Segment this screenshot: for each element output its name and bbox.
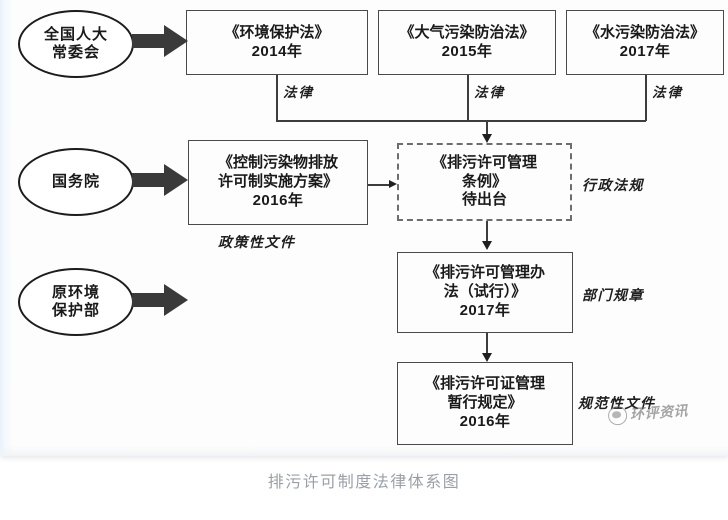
law-year: 2014年 bbox=[251, 42, 303, 60]
law-title: 《环境保护法》 bbox=[224, 23, 330, 41]
connector-laws-bus bbox=[276, 120, 646, 122]
watermark: 环评资讯 bbox=[607, 400, 689, 426]
actor-ministry-environmental-protection: 原环境 保护部 bbox=[18, 268, 134, 336]
regulation-status: 待出台 bbox=[461, 191, 507, 209]
connector-law1-down bbox=[276, 75, 278, 121]
actor-npc-label-line1: 全国人大 bbox=[43, 25, 108, 43]
connector-bus-to-regulation bbox=[486, 120, 488, 137]
policy-year: 2016年 bbox=[252, 191, 304, 209]
regulation-box-pending: 《排污许可管理 条例》 待出台 bbox=[397, 143, 572, 221]
law-box-water-pollution: 《水污染防治法》 2017年 bbox=[566, 10, 724, 75]
arrowhead-to-normative-document bbox=[482, 353, 492, 362]
regulation-title-line2: 条例》 bbox=[461, 172, 507, 190]
normative-title-line2: 暂行规定》 bbox=[447, 394, 523, 412]
connector-department-rule-to-normative bbox=[486, 333, 488, 355]
normative-document-box: 《排污许可证管理 暂行规定》 2016年 bbox=[397, 362, 573, 445]
block-arrow-state-council-to-policy bbox=[132, 164, 188, 196]
arrowhead-to-regulation-left bbox=[389, 180, 397, 188]
policy-title-line2: 许可制实施方案》 bbox=[217, 173, 338, 191]
category-label-policy-document: 政策性文件 bbox=[218, 236, 296, 251]
figure-caption: 排污许可制度法律体系图 bbox=[267, 474, 461, 491]
category-label-administrative-regulation: 行政法规 bbox=[582, 179, 644, 194]
actor-mep-label-line1: 原环境 bbox=[51, 283, 100, 301]
department-rule-title-line1: 《排污许可管理办 bbox=[424, 264, 545, 282]
actor-mep-label-line2: 保护部 bbox=[51, 302, 100, 319]
actor-state-council-label: 国务院 bbox=[51, 172, 100, 190]
law-year: 2015年 bbox=[441, 42, 493, 60]
connector-law2-down bbox=[467, 75, 469, 121]
normative-title-line1: 《排污许可证管理 bbox=[424, 375, 545, 393]
edge-label-law-1: 法律 bbox=[283, 85, 314, 100]
law-title: 《大气污染防治法》 bbox=[399, 23, 535, 41]
block-arrow-mep-to-department-rule bbox=[132, 284, 188, 316]
watermark-logo-icon bbox=[607, 404, 628, 426]
policy-document-box: 《控制污染物排放 许可制实施方案》 2016年 bbox=[188, 140, 368, 225]
watermark-text: 环评资讯 bbox=[629, 404, 689, 424]
connector-policy-to-regulation bbox=[368, 184, 390, 186]
department-rule-box: 《排污许可管理办 法（试行）》 2017年 bbox=[397, 252, 573, 333]
law-title: 《水污染防治法》 bbox=[584, 23, 705, 41]
arrowhead-to-regulation-top bbox=[482, 134, 492, 143]
actor-npc-label-line2: 常委会 bbox=[51, 44, 100, 61]
regulation-title-line1: 《排污许可管理 bbox=[431, 153, 537, 171]
arrowhead-to-department-rule bbox=[482, 241, 492, 250]
category-label-normative-document: 规范性文件 bbox=[578, 397, 656, 412]
department-rule-year: 2017年 bbox=[459, 301, 511, 319]
law-year: 2017年 bbox=[619, 42, 671, 60]
edge-label-law-3: 法律 bbox=[652, 85, 683, 100]
normative-year: 2016年 bbox=[459, 412, 511, 430]
diagram-canvas: 全国人大 常委会 《环境保护法》 2014年 《大气污染防治法》 2015年 《… bbox=[0, 0, 728, 456]
actor-npc-standing-committee: 全国人大 常委会 bbox=[18, 10, 134, 78]
category-label-department-rule: 部门规章 bbox=[582, 289, 644, 304]
actor-state-council: 国务院 bbox=[18, 148, 134, 216]
policy-title-line1: 《控制污染物排放 bbox=[217, 154, 338, 172]
edge-label-law-2: 法律 bbox=[474, 85, 505, 100]
law-box-air-pollution: 《大气污染防治法》 2015年 bbox=[378, 10, 556, 75]
block-arrow-npc-to-laws bbox=[132, 25, 188, 57]
law-box-environmental-protection: 《环境保护法》 2014年 bbox=[186, 10, 368, 75]
department-rule-title-line2: 法（试行）》 bbox=[443, 283, 527, 301]
connector-law3-down bbox=[645, 75, 647, 121]
connector-regulation-to-department-rule bbox=[486, 221, 488, 243]
